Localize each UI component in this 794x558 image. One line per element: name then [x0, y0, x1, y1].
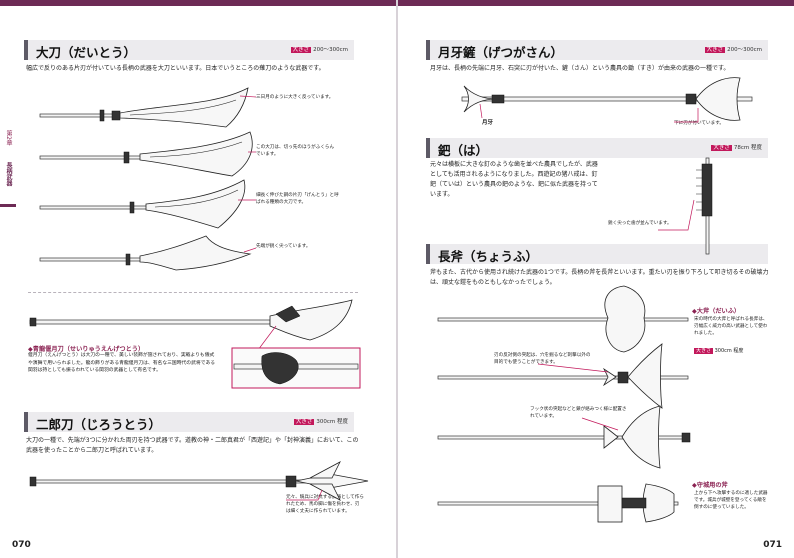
- size-value: 78cm 程度: [733, 145, 762, 151]
- size-label: 大きさ: [694, 348, 714, 354]
- seiryu-illustration: [29, 299, 361, 389]
- top-color-bar: [398, 0, 794, 6]
- chofu-note-2: フック状の突起などと鎖が絡みつく様に配置されています。: [530, 407, 627, 419]
- diamond-icon: ◆: [692, 308, 697, 315]
- divider: [28, 292, 358, 293]
- section-title: 月牙鏟（げつがさん）: [438, 45, 564, 60]
- seiryu-heading-text: 青龍偃月刀（せいりゅうえんげつとう）: [32, 346, 145, 353]
- jirouto-note: 元々、騎兵に対抗する武器として作られたため、馬の脚に傷を負わせ、刃は細く丈夫に作…: [286, 495, 364, 514]
- gessha-body: 月牙は、長柄の先端に月牙、石突に刃が付いた、鏟（さん）という農具の鋤（すき）が由…: [430, 65, 730, 72]
- section-title: 二郎刀（じろうとう）: [36, 417, 162, 432]
- chapter-number: 第2章: [5, 130, 12, 146]
- daito-body: 幅広で反りのある片刃が付いている長柄の武器を大刀といいます。日本でいうところの薙…: [26, 65, 325, 72]
- diamond-icon: ◆: [692, 482, 697, 489]
- chapter-title: 長柄武器: [5, 162, 12, 186]
- page-number: 070: [12, 540, 31, 550]
- section-marker: [24, 412, 28, 432]
- diamond-icon: ◆: [28, 346, 33, 353]
- section-marker: [426, 244, 430, 264]
- gutter: [396, 0, 398, 558]
- daifu-body: 宋の時代の大斧と呼ばれる長斧は、刃幅広く威力の高い武器として使われました。: [694, 317, 768, 336]
- getsuga-label: 月牙: [482, 120, 494, 126]
- size-value: 300cm 程度: [714, 348, 744, 354]
- section-title: 大刀（だいとう）: [36, 45, 137, 60]
- daito-note-1: 三日月のように大きく反っています。: [256, 95, 334, 100]
- chofu-body: 斧もまた、古代から使用され続けた武器の1つです。長柄の斧を長斧といいます。重たい…: [430, 269, 769, 286]
- shujo-heading-text: 守城用の斧: [696, 482, 728, 489]
- chofu-illustration-1: [437, 285, 689, 353]
- ha-note: 鋭く尖った歯が並んでいます。: [608, 221, 672, 226]
- size-label: 大きさ: [704, 47, 726, 53]
- daito-illustration-3: [39, 179, 246, 229]
- section-marker: [426, 138, 430, 158]
- daito-note-2: この大刀は、切っ先のほうがふくらんでいます。: [256, 145, 335, 157]
- daifu-heading: ◆大斧（だいふ）: [692, 306, 740, 315]
- chofu-illustration-3: [437, 405, 691, 469]
- top-color-bar: [0, 0, 397, 6]
- gessha-illustration: [461, 77, 753, 121]
- daifu-heading-text: 大斧（だいふ）: [696, 308, 741, 315]
- daito-illustration-4: [39, 235, 252, 271]
- seiryu-heading: ◆青龍偃月刀（せいりゅうえんげつとう）: [28, 344, 144, 353]
- section-marker: [24, 40, 28, 60]
- section-header-chofu: 長斧（ちょうふ）: [426, 244, 768, 264]
- size-value: 200〜300cm: [727, 47, 762, 53]
- shujo-heading: ◆守城用の斧: [692, 480, 728, 489]
- daito-illustration-1: [39, 87, 249, 128]
- size-label: 大きさ: [293, 419, 315, 425]
- jirouto-body: 大刀の一種で、先端が3つに分かれた両刃を持つ武器です。道教の神・二郎真君が「西遊…: [26, 437, 359, 454]
- ha-body: 元々は横板に大きな釘のような歯を並べた農具でしたが、武器としても活用されるように…: [430, 161, 598, 198]
- section-marker: [426, 40, 430, 60]
- chapter-tab-bar: [0, 204, 16, 207]
- chofu-illustration-2: [437, 343, 689, 409]
- chofu-note-1: 刃の反対側の突起は、穴を掘るなど刺撃以外の目的でも使うことができます。: [494, 353, 591, 365]
- size-value: 200〜300cm: [313, 47, 348, 53]
- section-title: 鈀（は）: [438, 143, 489, 158]
- daito-illustration-2: [39, 131, 253, 177]
- gessha-note: 下に刃が付いています。: [674, 121, 724, 126]
- daito-note-3: 細長く伸びた鋼の片刃「げんとう」と呼ばれる種類の大刀です。: [256, 193, 339, 205]
- chapter-tab: 第2章 長柄武器: [0, 130, 16, 210]
- size-label: 大きさ: [290, 47, 312, 53]
- size-value: 300cm 程度: [316, 419, 348, 425]
- ha-illustration: [658, 157, 713, 255]
- seiryu-body: 偃月刀（えんげつとう）は大刀の一種で、美しい装飾が施されており、実戦よりも儀式や…: [28, 353, 216, 373]
- section-title: 長斧（ちょうふ）: [438, 249, 539, 264]
- page-number: 071: [763, 540, 782, 550]
- shujo-body: 上から下へ攻撃するのに適した武器です。城兵が城壁を登ってくる敵を倒すのに使ってい…: [694, 491, 768, 510]
- size-label: 大きさ: [711, 145, 732, 151]
- chofu-illustration-4: [437, 483, 679, 523]
- jirouto-illustration: [29, 461, 369, 501]
- daito-note-4: 先端が鋭く尖っています。: [256, 244, 311, 249]
- right-illustrations: [437, 77, 753, 523]
- left-illustrations: [29, 87, 369, 501]
- daifu-size: 大きさ 300cm 程度: [694, 348, 770, 355]
